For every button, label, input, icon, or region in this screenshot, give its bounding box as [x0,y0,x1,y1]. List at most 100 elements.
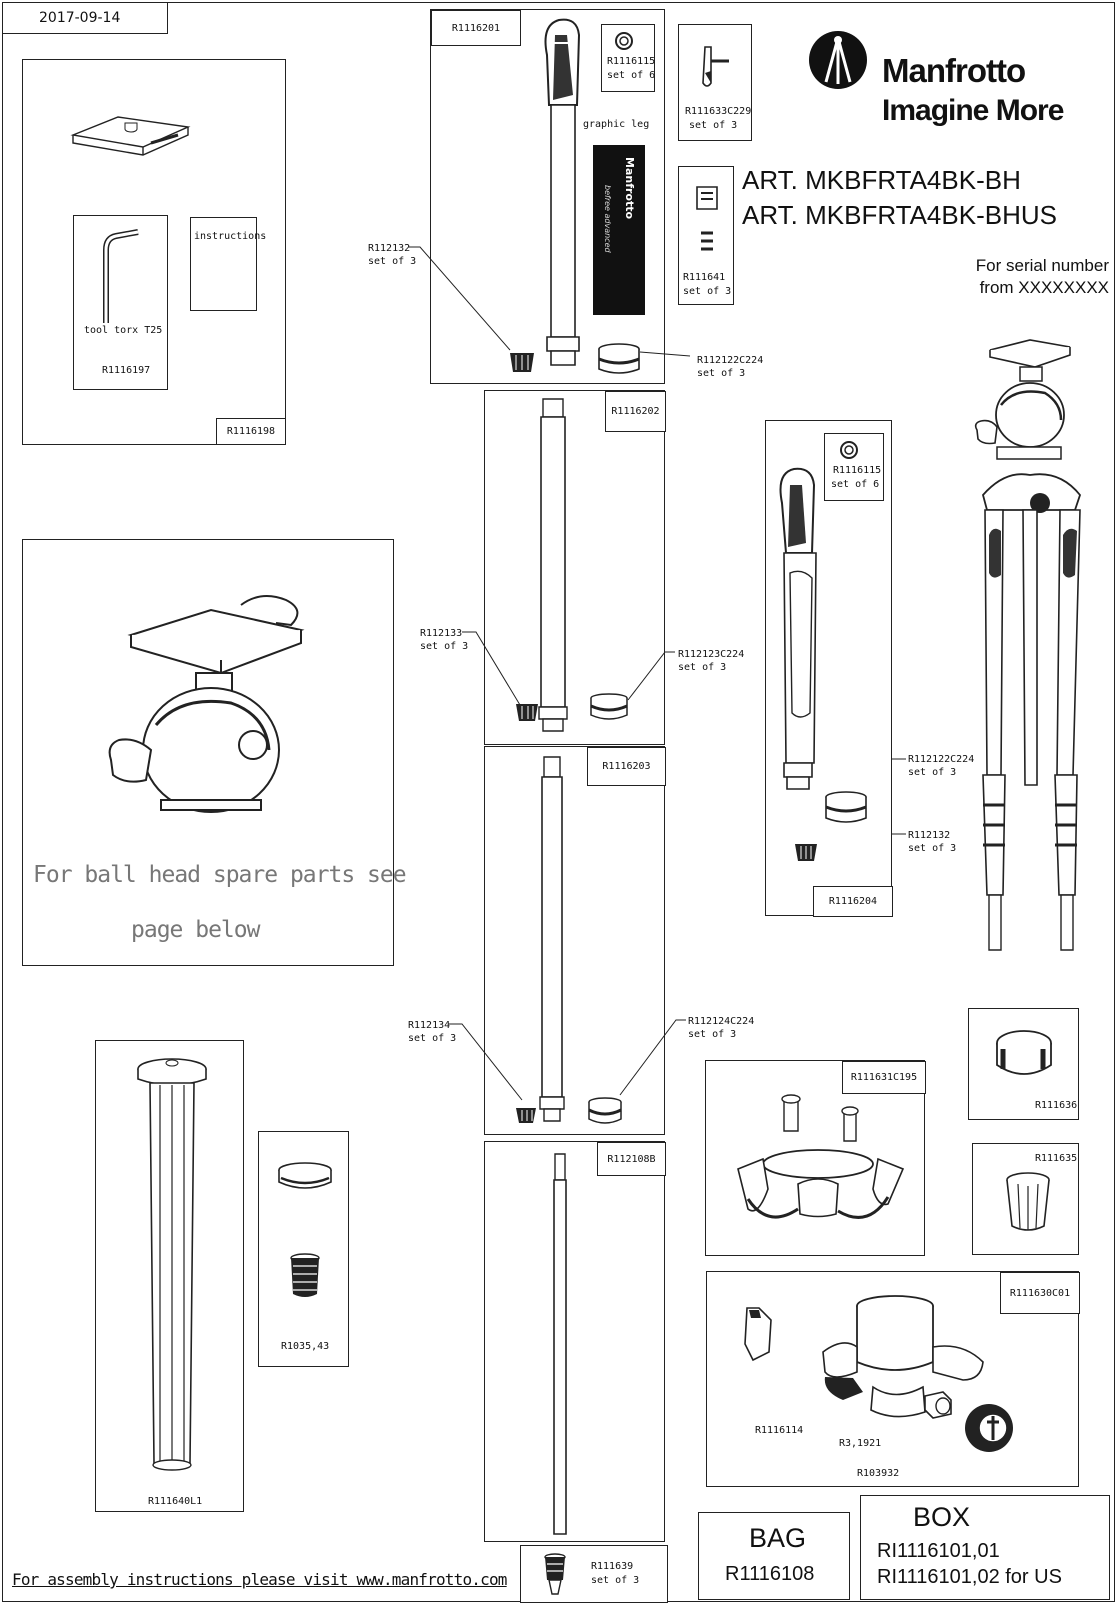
column-parts-panel: R1035,43 [258,1131,349,1367]
article-number-1: ART. MKBFRTA4BK-BH [742,165,1021,195]
leg-2-ring-code: R112123C224 [678,649,745,660]
leg-1-foot-set: set of 3 [368,256,417,267]
thin-leg-icon [551,1152,569,1538]
clip-ring-icon [614,31,634,51]
collet-icon [1003,1170,1053,1236]
box-title: BOX [913,1502,971,1532]
leg-2-ring-set: set of 3 [678,662,727,673]
leg-spider-icon [728,1089,908,1249]
box-panel: BOX RI1116101,01 RI1116101,02 for US [860,1495,1110,1600]
side-leg-panel: R1116115 set of 6 R1116204 [765,420,893,917]
ring-icon [587,1097,623,1125]
base-code: R111630C01 [1000,1272,1080,1314]
manfrotto-logo-icon [809,31,867,89]
leg-1-foot-code: R112132 [368,243,411,254]
torx-key-icon [94,228,144,328]
bag-title: BAG [749,1523,807,1553]
leg-1-ring-code: R112122C224 [697,355,764,366]
knob-icon [921,1390,955,1420]
leg-section-3-code: R1116203 [587,747,666,786]
lever-icon [699,43,733,93]
ball-head-note-1: For ball head spare parts see [33,862,407,888]
hinge-set: set of 3 [683,286,732,297]
column-parts-code: R1035,43 [281,1341,330,1352]
threaded-insert-icon [287,1252,323,1297]
collar-1-panel: R111636 [968,1008,1079,1120]
leg-3-ring-set: set of 3 [688,1029,737,1040]
collar-ring-icon [993,1027,1055,1083]
wheel-code: R103932 [857,1468,900,1479]
clip-code: R1116115 [607,56,656,67]
ball-head-panel: For ball head spare parts see page below [22,539,407,966]
foot-icon [795,844,817,861]
lock-wheel-icon [965,1404,1013,1452]
side-clip-box: R1116115 set of 6 [824,433,884,501]
bag-code: R1116108 [725,1563,815,1585]
graphic-leg-label: graphic leg [583,119,650,130]
side-foot-code: R112132 [908,830,951,841]
side-clip-set: set of 6 [831,479,880,490]
leg-section-2-code: R1116202 [605,391,666,432]
tool-label: tool torx T25 [84,325,163,336]
hinge-code: R111641 [683,272,726,283]
middle-leg-icon [535,397,571,737]
spider-code: R111631C195 [842,1061,926,1094]
lever-code: R111633C229 [685,106,752,117]
leg-3-foot-set: set of 3 [408,1033,457,1044]
spider-panel: R111631C195 [705,1060,926,1256]
clip-box: R1116115 set of 6 [601,24,655,92]
article-number-2: ART. MKBFRTA4BK-BHUS [742,200,1057,230]
box-code-1: RI1116101,01 [877,1540,1000,1562]
side-ring-set: set of 3 [908,767,957,778]
assembled-tripod-icon [965,335,1095,960]
leg-section-4-code: R112108B [597,1142,666,1176]
spike-code: R111639 [591,1561,634,1572]
lever-box: R111633C229 set of 3 [678,24,752,141]
column-ring-icon [275,1162,335,1194]
spike-set: set of 3 [591,1575,640,1586]
date-tab: 2017-09-14 [2,2,168,34]
clip-ring-icon [839,440,859,460]
leg-1-ring-set: set of 3 [697,368,746,379]
hinge-box: R111641 set of 3 [678,166,734,305]
lever-set: set of 3 [689,120,738,131]
torx-tool-box: tool torx T25 R1116197 [73,215,168,390]
side-ring-code: R112122C224 [908,754,975,765]
serial-line-1: For serial number [975,256,1109,275]
ring-icon [597,343,641,375]
leg-section-1-code: R1116201 [431,10,521,46]
leg-2-foot-code: R112133 [420,628,463,639]
graphic-leg-sticker: Manfrotto befree advanced [593,145,645,315]
ball-head-note-2: page below [131,917,260,943]
side-leg-icon [772,463,828,823]
plate-kit-panel: tool torx T25 R1116197 instructions R111… [22,59,286,445]
spike-panel: R111639 set of 3 [520,1545,668,1603]
quick-release-plate-icon [63,105,193,160]
knob-code: R3,1921 [839,1438,882,1449]
tool-code: R1116197 [102,365,151,376]
latch-icon [739,1304,779,1364]
brand-name: Manfrotto [882,52,1026,89]
box-code-2: RI1116101,02 for US [877,1566,1062,1588]
foot-icon [516,704,538,721]
bag-panel: BAG R1116108 [698,1512,850,1600]
side-leg-code: R1116204 [813,886,893,917]
date-label: 2017-09-14 [39,10,121,26]
graphic-sub: befree advanced [603,185,612,253]
foot-icon [510,353,534,372]
center-column-panel: R111640L1 [95,1040,244,1512]
collar-2-panel: R111635 [972,1143,1079,1255]
upper-leg-icon [539,15,599,375]
lower-leg-icon [537,755,567,1129]
leg-section-4-panel: R112108B [484,1141,666,1542]
instructions-label: instructions [194,231,267,242]
leg-section-3-panel: R1116203 [484,746,666,1135]
hinge-bracket-icon [693,183,721,253]
leg-2-foot-set: set of 3 [420,641,469,652]
brand-tagline: Imagine More [882,94,1064,127]
base-casting-icon [813,1292,1013,1442]
footer-instructions: For assembly instructions please visit w… [12,1570,507,1589]
leg-section-1-panel: R1116201 R1116115 set of 6 graphic leg M… [430,9,665,384]
center-column-icon [132,1055,212,1475]
